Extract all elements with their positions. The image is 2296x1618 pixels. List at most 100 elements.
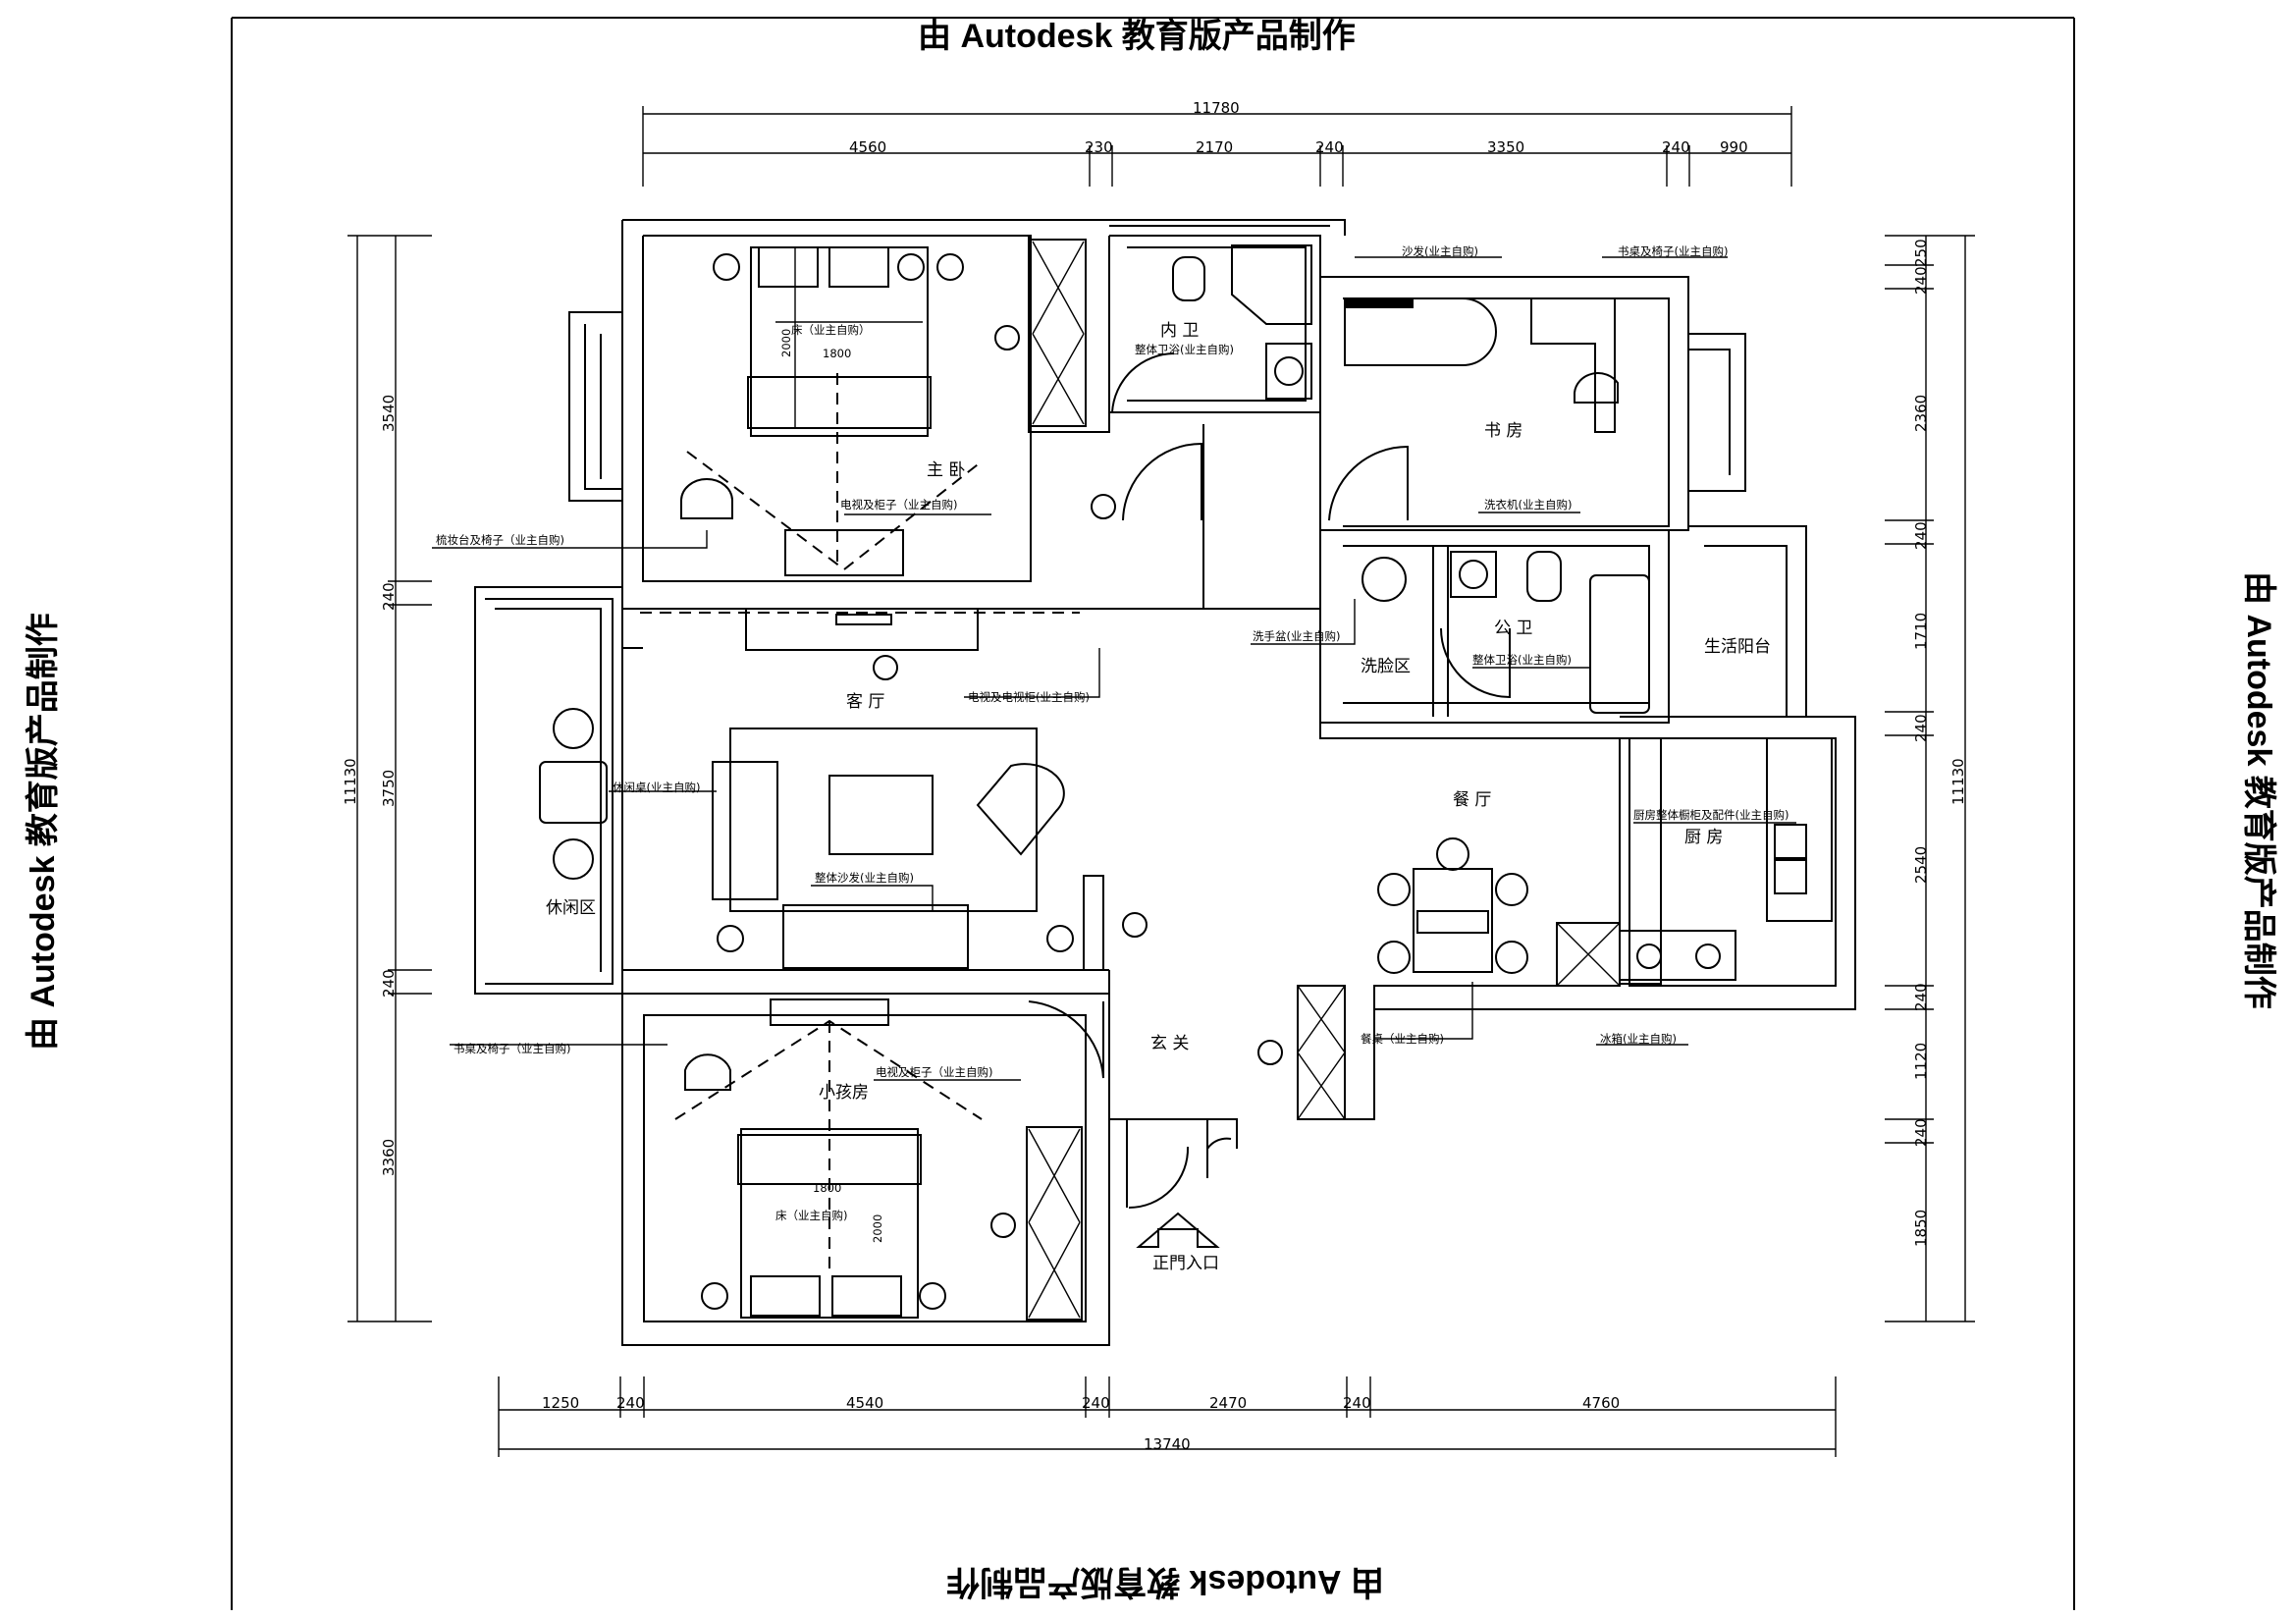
kitchen-counter [1619, 737, 1833, 985]
note-kids-bed-width: 1800 [813, 1181, 841, 1195]
note-fridge: 冰箱(业主自购) [1600, 1032, 1677, 1046]
dim-right-4: 1710 [1912, 613, 1930, 650]
watermark-bottom: 由 Autodesk 教育版产品制作 [946, 1563, 1384, 1600]
dim-top-6: 990 [1720, 138, 1748, 156]
nightstand-icons [701, 253, 1283, 1310]
note-dresser: 梳妆台及椅子（业主自购) [436, 533, 564, 547]
top-dimensions: 11780 4560 230 2170 240 3350 240 990 [642, 99, 1792, 187]
walls [474, 219, 1856, 1346]
note-leisure-table: 休闲桌(业主自购) [613, 781, 700, 794]
note-kids-bed-length: 2000 [871, 1214, 884, 1243]
note-kids-tv: 电视及柜子（业主自购) [876, 1065, 993, 1079]
dim-top-2: 2170 [1196, 138, 1233, 156]
room-leisure: 休闲区 [546, 898, 596, 918]
watermark-left: 由 Autodesk 教育版产品制作 [25, 613, 62, 1051]
tv-stand-living [745, 608, 979, 651]
note-sofa-set: 整体沙发(业主自购) [815, 871, 914, 885]
dim-left-3: 240 [380, 969, 398, 998]
watermark-right: 由 Autodesk 教育版产品制作 [2240, 571, 2277, 1009]
kids-room-furniture [674, 998, 1083, 1321]
room-master-bedroom: 主 卧 [927, 460, 965, 480]
dim-top-1: 230 [1085, 138, 1113, 156]
dim-right-8: 1120 [1912, 1043, 1930, 1080]
fridge [1556, 922, 1621, 987]
dim-bottom-6: 4760 [1582, 1394, 1620, 1412]
note-master-bed-length: 2000 [779, 329, 793, 357]
note-kitchen-cabinet: 厨房整体橱柜及配件(业主自购) [1633, 808, 1789, 822]
note-study-sofa: 沙发(业主自购) [1402, 244, 1478, 258]
leisure-area-furniture [539, 708, 1104, 971]
note-kids-desk: 书桌及椅子（业主自购) [454, 1042, 571, 1055]
master-bed [747, 246, 932, 437]
dim-bottom-4: 2470 [1209, 1394, 1247, 1412]
dim-left-4: 3360 [380, 1139, 398, 1176]
room-utility-balcony: 生活阳台 [1704, 637, 1771, 657]
drawing-frame [231, 17, 2075, 1610]
note-study-desk: 书桌及椅子(业主自购) [1618, 244, 1728, 258]
dim-right-2: 2360 [1912, 395, 1930, 432]
dim-right-9: 240 [1912, 1118, 1930, 1147]
dim-right-5: 240 [1912, 714, 1930, 742]
note-tv-stand: 电视及电视柜(业主自购) [968, 690, 1090, 704]
master-door [1122, 442, 1202, 521]
dim-left-0: 3540 [380, 395, 398, 432]
room-kitchen: 厨 房 [1684, 828, 1723, 847]
wardrobe-master [1030, 239, 1087, 427]
note-master-tv: 电视及柜子（业主自购) [840, 498, 958, 512]
sofa-group [712, 728, 1065, 969]
shoe-cabinet [1297, 985, 1346, 1120]
inner-bath-fixtures [1111, 244, 1312, 413]
dim-right-1: 240 [1912, 266, 1930, 295]
dim-right-0: 250 [1912, 239, 1930, 267]
dim-bottom-2: 4540 [846, 1394, 883, 1412]
left-dimensions: 11130 3540 240 3750 240 3360 [342, 235, 432, 1322]
dim-left-1: 240 [380, 582, 398, 611]
doors [1028, 1000, 1232, 1209]
room-inner-bath: 内 卫 [1160, 321, 1199, 341]
note-inner-bath: 整体卫浴(业主自购) [1135, 343, 1234, 356]
room-public-bath: 公 卫 [1494, 619, 1532, 638]
dim-left-2: 3750 [380, 770, 398, 807]
dim-bottom-total: 13740 [1144, 1435, 1191, 1453]
dim-right-3: 240 [1912, 521, 1930, 550]
note-public-bath: 整体卫浴(业主自购) [1472, 653, 1572, 667]
dim-bottom-3: 240 [1082, 1394, 1110, 1412]
public-bath-fixtures [1362, 551, 1650, 714]
dim-right-6: 2540 [1912, 846, 1930, 884]
note-dining-table: 餐桌（业主自购) [1361, 1032, 1444, 1046]
dim-top-total: 11780 [1193, 99, 1240, 117]
watermark-top: 由 Autodesk 教育版产品制作 [918, 18, 1356, 55]
master-tv-cabinet [686, 373, 983, 576]
dining-set [1377, 837, 1528, 974]
note-washer: 洗衣机(业主自购) [1484, 498, 1572, 512]
dim-top-3: 240 [1315, 138, 1344, 156]
dim-bottom-0: 1250 [542, 1394, 579, 1412]
bottom-dimensions: 1250 240 4540 240 2470 240 4760 13740 [498, 1376, 1837, 1457]
dim-bottom-5: 240 [1343, 1394, 1371, 1412]
main-entry-arrow [1136, 1212, 1220, 1248]
dim-top-0: 4560 [849, 138, 886, 156]
dim-top-5: 240 [1662, 138, 1690, 156]
note-master-bed-width: 1800 [823, 347, 851, 360]
dim-right-10: 1850 [1912, 1210, 1930, 1247]
leader-lines [432, 256, 1796, 1081]
right-dimensions: 250 240 2360 240 1710 240 2540 240 1120 … [1885, 235, 1975, 1322]
room-kids: 小孩房 [819, 1083, 869, 1103]
dim-left-total: 11130 [342, 758, 359, 805]
dressing-stool [680, 478, 733, 519]
room-wash-area: 洗脸区 [1361, 657, 1411, 676]
dim-right-total: 11130 [1949, 758, 1967, 805]
main-entry-label: 正門入口 [1152, 1254, 1219, 1273]
study-furniture [1328, 297, 1619, 521]
dim-right-7: 240 [1912, 983, 1930, 1011]
room-living: 客 厅 [846, 692, 884, 712]
dim-top-4: 3350 [1487, 138, 1524, 156]
dim-bottom-1: 240 [616, 1394, 645, 1412]
room-dining: 餐 厅 [1453, 790, 1491, 810]
room-entrance: 玄 关 [1150, 1034, 1189, 1053]
room-study: 书 房 [1484, 421, 1522, 441]
note-washbasin: 洗手盆(业主自购) [1253, 629, 1340, 643]
note-kids-bed: 床（业主自购) [775, 1209, 848, 1222]
note-master-bed: 床（业主自购） [791, 323, 871, 337]
